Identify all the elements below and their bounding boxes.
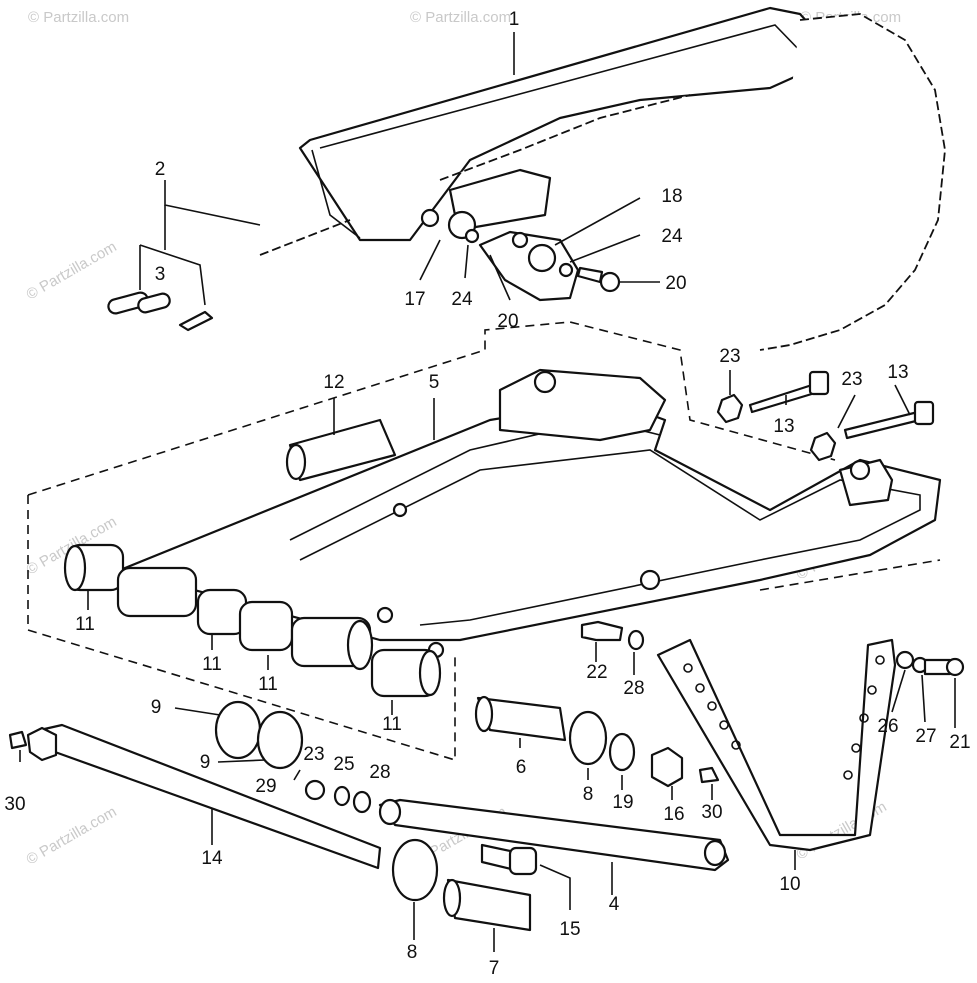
callout-11: 11 — [75, 614, 95, 635]
pivot-shaft — [8, 723, 382, 870]
callout-2: 2 — [155, 159, 166, 180]
callout-4: 4 — [609, 894, 620, 915]
callout-23: 23 — [841, 369, 862, 390]
bolt-22 — [580, 620, 645, 651]
drive-chain — [259, 13, 946, 351]
callout-14: 14 — [201, 848, 223, 869]
callout-21: 21 — [949, 732, 970, 753]
pivot-bushings — [63, 543, 442, 698]
callout-labels: 1 2 3 17 24 20 18 24 20 12 5 23 23 13 13… — [4, 9, 970, 979]
callout-15: 15 — [559, 919, 580, 940]
callout-13: 13 — [773, 416, 794, 437]
chain-joint-parts — [107, 291, 214, 332]
callout-20: 20 — [665, 273, 686, 294]
stay-bracket — [656, 638, 965, 852]
callout-8: 8 — [583, 784, 594, 805]
callout-20: 20 — [497, 311, 518, 332]
callout-5: 5 — [429, 372, 440, 393]
callout-1: 1 — [509, 9, 520, 30]
callout-11: 11 — [202, 654, 222, 675]
callout-23: 23 — [303, 744, 324, 765]
washer-8-upper — [568, 710, 608, 766]
watermark-text: © Partzilla.com — [410, 9, 511, 26]
callout-28: 28 — [623, 678, 644, 699]
callout-9: 9 — [151, 697, 162, 718]
callout-30: 30 — [701, 802, 722, 823]
watermark-text: © Partzilla.com — [24, 238, 120, 303]
callout-10: 10 — [779, 874, 800, 895]
callout-7: 7 — [489, 958, 500, 979]
washer-8-lower — [391, 838, 439, 902]
seal-9-outer — [214, 700, 262, 760]
callout-26: 26 — [877, 716, 898, 737]
callout-24: 24 — [661, 226, 683, 247]
callout-3: 3 — [155, 264, 166, 285]
leader-lines — [19, 32, 956, 952]
callout-11: 11 — [258, 674, 278, 695]
watermark-text: © Partzilla.com — [794, 798, 890, 863]
callout-18: 18 — [661, 186, 682, 207]
bolt-30-right — [698, 766, 720, 784]
watermark-text: © Partzilla.com — [24, 803, 120, 868]
washer-19 — [608, 732, 636, 772]
collar-6 — [474, 695, 567, 742]
callout-29: 29 — [255, 776, 276, 797]
callout-23: 23 — [719, 346, 740, 367]
pipe-guard — [285, 418, 397, 482]
swing-arm — [27, 321, 942, 762]
nut-16 — [650, 746, 684, 788]
callout-19: 19 — [612, 792, 633, 813]
seal-9-inner — [256, 710, 304, 770]
collar-7 — [442, 878, 532, 932]
callout-17: 17 — [404, 289, 425, 310]
callout-9: 9 — [200, 752, 211, 773]
callout-6: 6 — [516, 757, 527, 778]
callout-27: 27 — [915, 726, 936, 747]
bolts-13 — [716, 370, 935, 462]
callout-16: 16 — [663, 804, 684, 825]
callout-28: 28 — [369, 762, 390, 783]
callout-11: 11 — [382, 714, 402, 735]
callout-25: 25 — [333, 754, 354, 775]
callout-24: 24 — [451, 289, 473, 310]
callout-13: 13 — [887, 362, 908, 383]
bolt-15 — [480, 843, 538, 876]
small-hardware — [304, 779, 372, 814]
watermark-text: © Partzilla.com — [28, 9, 129, 26]
callout-12: 12 — [323, 372, 344, 393]
callout-30: 30 — [4, 794, 25, 815]
callout-8: 8 — [407, 942, 418, 963]
torque-link — [378, 798, 730, 872]
adjuster-plate — [447, 210, 621, 302]
callout-22: 22 — [586, 662, 607, 683]
